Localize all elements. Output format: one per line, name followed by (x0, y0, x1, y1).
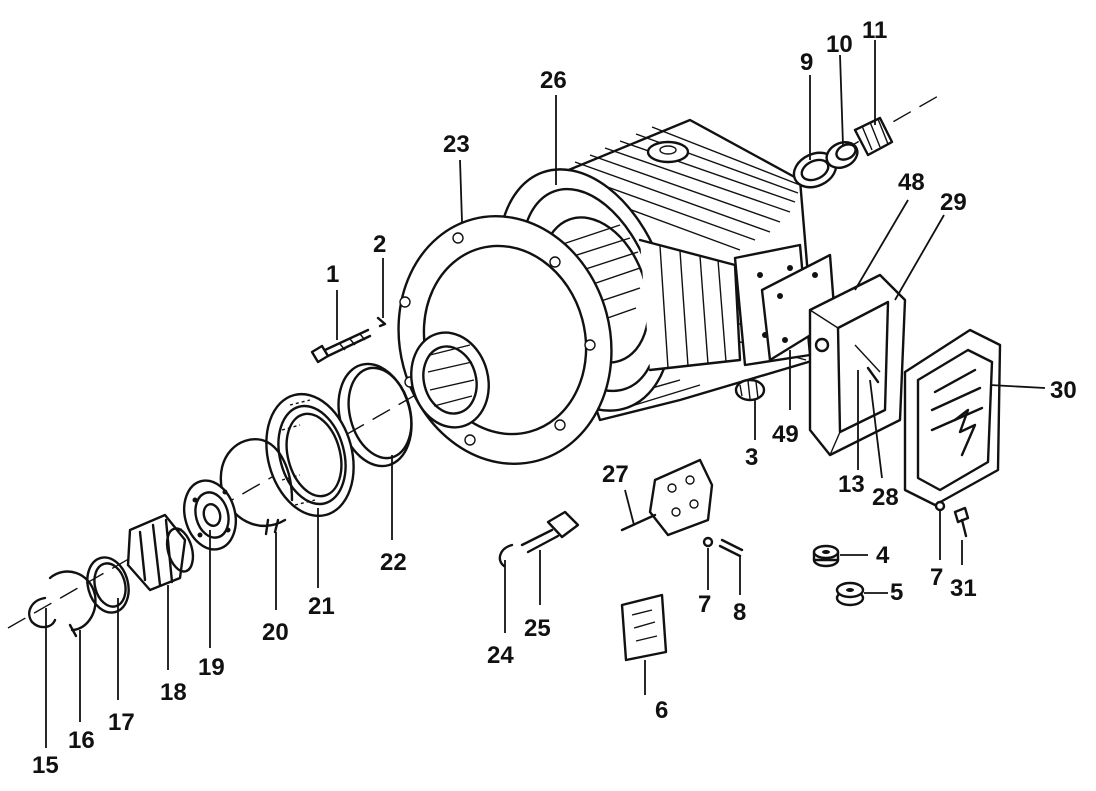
cap-part-5 (835, 581, 865, 607)
callout-labels: 1 2 3 4 5 6 7 8 9 10 11 13 15 16 17 18 1… (32, 17, 1077, 779)
cap-part-4 (812, 544, 840, 568)
pin-part-2 (376, 316, 387, 328)
bearing-part-21 (265, 392, 355, 518)
ring-part-17-inner (93, 562, 127, 608)
terminal-box-frame-part (808, 273, 907, 457)
callout-29: 29 (940, 189, 967, 216)
callout-13: 13 (838, 471, 865, 498)
callout-23: 23 (443, 131, 470, 158)
callout-24: 24 (487, 642, 514, 669)
callout-21: 21 (308, 593, 335, 620)
washer-part-7a (702, 536, 714, 548)
callout-8: 8 (733, 599, 746, 626)
callout-4: 4 (876, 542, 890, 569)
fan-sleeve-part-18 (126, 513, 195, 592)
terminal-cover-part (903, 328, 1002, 507)
callout-48: 48 (898, 169, 925, 196)
callout-22: 22 (380, 549, 407, 576)
callout-2: 2 (373, 231, 386, 258)
leader-lines (45, 40, 1046, 748)
spring-part-11 (853, 116, 894, 157)
snap-ring-part-20 (219, 438, 294, 536)
circlip-part-15 (28, 596, 57, 629)
callout-9: 9 (800, 49, 813, 76)
washer-part-7b (934, 500, 946, 512)
callout-17: 17 (108, 709, 135, 736)
callout-31: 31 (950, 575, 977, 602)
bolt-part-1 (310, 328, 372, 364)
callout-25: 25 (524, 615, 551, 642)
nut-part-3 (734, 378, 766, 402)
terminal-board-part-27 (620, 458, 714, 537)
callout-19: 19 (198, 654, 225, 681)
callout-18: 18 (160, 679, 187, 706)
gland-bolt-part-25 (520, 510, 580, 554)
ring-part-17 (86, 556, 130, 614)
callout-28: 28 (872, 484, 899, 511)
callout-11: 11 (862, 17, 887, 44)
callout-7a: 7 (698, 591, 711, 618)
callout-15: 15 (32, 752, 59, 779)
circlip-part-16 (48, 570, 97, 638)
callout-30: 30 (1050, 377, 1077, 404)
callout-20: 20 (262, 619, 289, 646)
nameplate-part-6 (620, 593, 668, 662)
callout-10: 10 (826, 31, 853, 58)
callout-1: 1 (326, 261, 339, 288)
screw-part-8 (718, 538, 744, 558)
callout-16: 16 (68, 727, 95, 754)
screw-part-31 (953, 506, 970, 538)
end-shield-flange-part (397, 215, 613, 465)
clip-part-24 (498, 543, 514, 568)
callout-27: 27 (602, 461, 629, 488)
callout-6: 6 (655, 697, 668, 724)
callout-49: 49 (772, 421, 799, 448)
callout-7b: 7 (930, 564, 943, 591)
callout-5: 5 (890, 579, 903, 606)
callout-3: 3 (745, 444, 758, 471)
callout-26: 26 (540, 67, 567, 94)
gland-part-10 (825, 140, 859, 170)
bearing-part-19 (183, 479, 237, 551)
